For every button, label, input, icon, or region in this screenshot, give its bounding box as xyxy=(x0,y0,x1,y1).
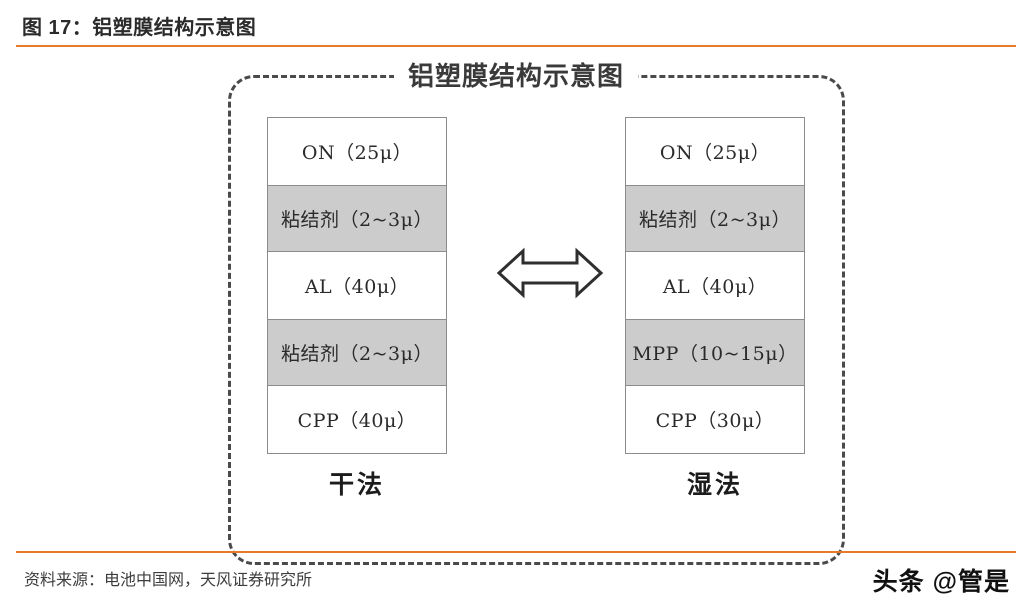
layer-stack-dry: ON（25μ） 粘结剂（2~3μ） AL（40μ） 粘结剂（2~3μ） CPP（… xyxy=(267,117,447,454)
footer-divider xyxy=(16,551,1016,553)
layer-row: 粘结剂（2~3μ） xyxy=(268,319,446,386)
source-note: 资料来源：电池中国网，天风证券研究所 xyxy=(24,572,313,589)
layer-row: CPP（30μ） xyxy=(626,386,804,453)
header-divider xyxy=(16,45,1016,47)
method-label-dry: 干法 xyxy=(328,471,385,499)
page-title: 图 17：铝塑膜结构示意图 xyxy=(22,17,257,39)
watermark: 头条 @管是 xyxy=(872,568,1010,596)
figure-header: 图 17：铝塑膜结构示意图 xyxy=(0,0,1032,48)
layer-row: AL（40μ） xyxy=(268,252,446,319)
layer-row: 粘结剂（2~3μ） xyxy=(626,185,804,252)
layer-row: AL（40μ） xyxy=(626,252,804,319)
layer-row: CPP（40μ） xyxy=(268,386,446,453)
layer-row: ON（25μ） xyxy=(268,118,446,185)
layer-stack-wet: ON（25μ） 粘结剂（2~3μ） AL（40μ） MPP（10~15μ） CP… xyxy=(625,117,805,454)
method-label-wet: 湿法 xyxy=(686,471,743,499)
layer-row: 粘结剂（2~3μ） xyxy=(268,185,446,252)
diagram-title-text: 铝塑膜结构示意图 xyxy=(393,62,638,92)
diagram-title: 铝塑膜结构示意图 xyxy=(0,56,1032,93)
layer-row: MPP（10~15μ） xyxy=(626,319,804,386)
figure-canvas: 铝塑膜结构示意图 ON（25μ） 粘结剂（2~3μ） AL（40μ） 粘结剂（2… xyxy=(0,48,1032,565)
layer-row: ON（25μ） xyxy=(626,118,804,185)
double-arrow-horizontal-icon xyxy=(495,244,605,302)
